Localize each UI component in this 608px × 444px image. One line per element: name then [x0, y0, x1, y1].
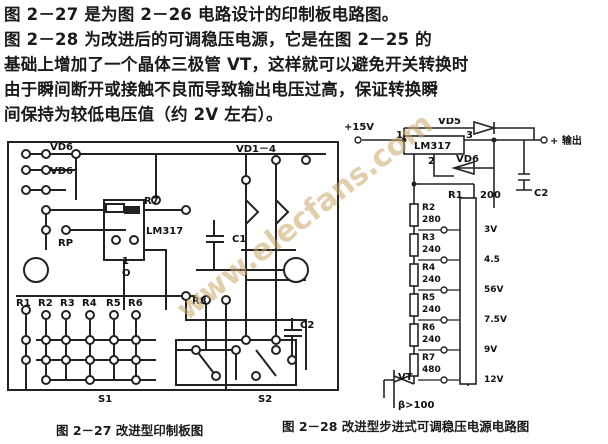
- schem-label: VT: [398, 372, 413, 383]
- schem-label: +15V: [344, 122, 374, 133]
- voltage-label: 12V: [484, 375, 504, 385]
- pcb-label: O: [122, 268, 131, 279]
- voltage-label: 56V: [484, 285, 504, 295]
- resistor-value: 240: [422, 275, 441, 285]
- resistor-name: R5: [422, 293, 435, 303]
- pcb-r-label: R6: [128, 298, 143, 309]
- schem-label: VD5: [438, 118, 461, 127]
- pcb-r-label: R5: [106, 298, 121, 309]
- pcb-figure: VD6 VD6 VD1－4 R7 RP LM317 C1 1 O R8 C2 S…: [7, 141, 339, 405]
- schem-label: VD6: [456, 154, 479, 165]
- pcb-label: VD6: [50, 142, 73, 153]
- text-line: 图 2－27 是为图 2－26 电路设计的印制板电路图。: [4, 5, 399, 24]
- schem-label: C2: [534, 188, 548, 199]
- text-line: 图 2－28 为改进后的可调稳压电源，它是在图 2－25 的: [4, 30, 432, 49]
- pcb-label: S1: [98, 394, 112, 405]
- voltage-label: 9V: [484, 345, 497, 355]
- text-line: 间保持为较低电压值（约 2V 左右）。: [4, 105, 283, 124]
- schem-label: 3: [466, 130, 473, 141]
- pcb-label: R7: [144, 196, 159, 207]
- figure-caption-right: 图 2－28 改进型步进式可调稳压电源电路图: [282, 419, 530, 434]
- resistor-name: R3: [422, 233, 435, 243]
- schem-label: R1: [448, 190, 463, 201]
- resistor-name: R7: [422, 353, 435, 363]
- schem-label: + 输出: [550, 134, 582, 147]
- pcb-label: VD6: [50, 166, 73, 177]
- pcb-label: R8: [192, 296, 207, 307]
- schem-label: LM317: [414, 141, 451, 152]
- schem-label: β>100: [398, 400, 434, 411]
- schematic-figure: +15V VD5 LM317 VD6 + 输出 1 2 3 C2 R1 200 …: [344, 118, 582, 411]
- schem-label: 1: [396, 130, 403, 141]
- voltage-label: 4.5: [484, 255, 500, 265]
- voltage-label: 7.5V: [484, 315, 507, 325]
- schem-label: 2: [428, 156, 435, 167]
- pcb-label: C2: [300, 320, 314, 331]
- body-text: 图 2－27 是为图 2－26 电路设计的印制板电路图。 图 2－28 为改进后…: [4, 2, 604, 127]
- text-line: 基础上增加了一个晶体三极管 VT，这样就可以避免开关转换时: [4, 55, 469, 74]
- pcb-r-label: R4: [82, 298, 97, 309]
- resistor-value: 280: [422, 215, 441, 225]
- pcb-label: RP: [58, 238, 73, 249]
- resistor-name: R4: [422, 263, 435, 273]
- pcb-label: C1: [232, 234, 246, 245]
- resistor-name: R2: [422, 203, 435, 213]
- text-line: 由于瞬间断开或接触不良而导致输出电压过高，保证转换瞬: [4, 80, 439, 99]
- pcb-label: VD1－4: [236, 144, 276, 155]
- schem-label: 200: [480, 190, 501, 201]
- pcb-r-label: R2: [38, 298, 53, 309]
- pcb-r-label: R1: [16, 298, 31, 309]
- figure-caption-left: 图 2－27 改进型印制板图: [56, 423, 204, 438]
- resistor-value: 480: [422, 365, 441, 375]
- resistor-value: 240: [422, 335, 441, 345]
- voltage-label: 3V: [484, 225, 497, 235]
- pcb-label: LM317: [146, 226, 183, 237]
- pcb-label: 1: [122, 256, 129, 267]
- resistor-name: R6: [422, 323, 435, 333]
- pcb-label: S2: [258, 394, 272, 405]
- pcb-r-label: R3: [60, 298, 75, 309]
- resistor-value: 240: [422, 245, 441, 255]
- resistor-value: 240: [422, 305, 441, 315]
